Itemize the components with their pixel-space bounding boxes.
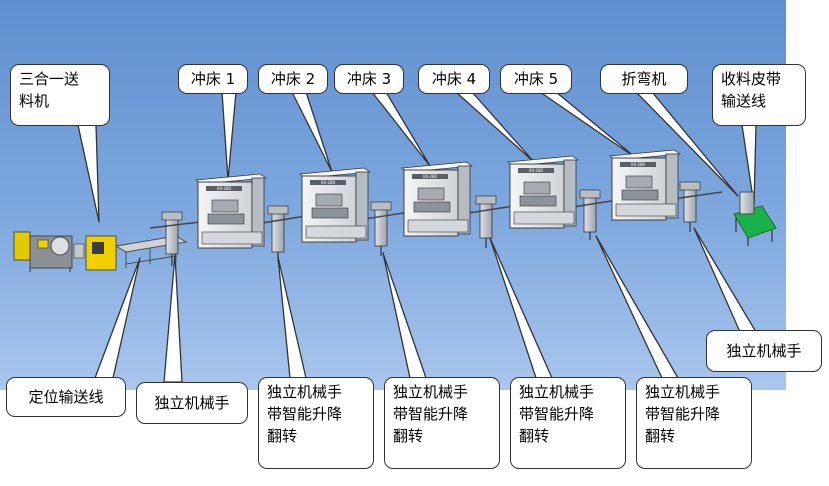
svg-text:00-280: 00-280 xyxy=(423,174,438,179)
pointer-robot-smart-1 xyxy=(277,256,307,379)
label-feeder: 三合一送 料机 xyxy=(10,64,110,126)
label-robot-last: 独立机械手 xyxy=(706,330,822,372)
belt-conveyor xyxy=(733,191,777,246)
pointer-press2 xyxy=(291,91,333,173)
robot-last xyxy=(665,181,723,232)
pointer-feeder xyxy=(77,124,100,223)
press-machine-1: 00-280 xyxy=(194,173,268,249)
pointer-press1 xyxy=(221,91,237,181)
svg-text:00-280: 00-280 xyxy=(217,186,232,191)
press-machine-4: 00-280 xyxy=(506,155,580,229)
label-belt-conveyor: 收料皮带 输送线 xyxy=(712,64,806,126)
label-positioning-conveyor: 定位输送线 xyxy=(6,377,126,417)
label-press3: 冲床 3 xyxy=(334,64,404,94)
label-robot-smart-2: 独立机械手 带智能升降 翻转 xyxy=(384,377,500,469)
robot-smart-1 xyxy=(255,205,307,262)
pointer-robot-smart-3 xyxy=(489,237,553,379)
pointer-press4 xyxy=(455,91,535,163)
label-press2: 冲床 2 xyxy=(258,64,328,94)
pointer-press5 xyxy=(539,91,637,159)
pointer-press3 xyxy=(371,91,431,167)
label-bender: 折弯机 xyxy=(600,64,688,94)
label-robot-smart-1: 独立机械手 带智能升降 翻转 xyxy=(258,377,374,469)
label-press4: 冲床 4 xyxy=(418,64,490,94)
svg-text:00-280: 00-280 xyxy=(529,168,544,173)
pointer-positioning xyxy=(94,257,141,379)
press-machine-2: 00-280 xyxy=(298,167,372,243)
callout-pointers xyxy=(77,91,757,383)
label-robot-first: 独立机械手 xyxy=(136,382,248,424)
label-robot-smart-4: 独立机械手 带智能升降 翻转 xyxy=(636,377,752,469)
pointer-robot-smart-4 xyxy=(595,235,679,379)
label-robot-smart-3: 独立机械手 带智能升降 翻转 xyxy=(510,377,626,469)
label-press1: 冲床 1 xyxy=(178,64,248,94)
pointer-robot-last xyxy=(693,227,757,333)
pointer-robot-first xyxy=(163,254,183,383)
label-press5: 冲床 5 xyxy=(500,64,572,94)
robot-first xyxy=(149,211,201,266)
svg-text:00-280: 00-280 xyxy=(321,180,336,185)
pointer-robot-smart-2 xyxy=(382,252,427,379)
robot-smart-2 xyxy=(357,201,411,256)
press-machine-5: 00-280 xyxy=(608,149,682,221)
press-machine-3: 00-280 xyxy=(400,161,474,237)
feeder-machine xyxy=(13,231,117,272)
robot-smart-3 xyxy=(461,195,515,248)
svg-text:00-280: 00-280 xyxy=(631,162,646,167)
